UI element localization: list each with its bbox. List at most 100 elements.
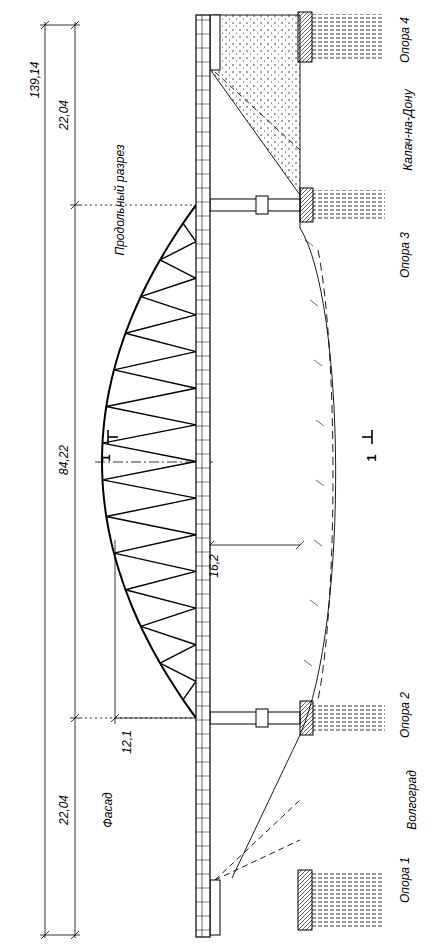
- deck-tick: [196, 720, 210, 721]
- truss-diagonal: [102, 480, 196, 498]
- piers: [210, 12, 385, 935]
- deck-tick: [196, 776, 210, 777]
- deck-tick: [196, 594, 210, 595]
- deck-girder: [196, 15, 210, 937]
- truss-diagonal: [114, 553, 196, 571]
- deck-tick: [196, 678, 210, 679]
- dimension-label: 22,04: [57, 100, 71, 130]
- deck-tick: [196, 160, 210, 161]
- deck-tick: [196, 146, 210, 147]
- section-mark: 1: [99, 454, 113, 461]
- dimension-label: 84,22: [57, 445, 71, 475]
- truss-diagonal: [141, 626, 196, 644]
- ground-and-water: [212, 15, 336, 880]
- deck-tick: [196, 734, 210, 735]
- deck-tick: [196, 244, 210, 245]
- deck-tick: [196, 104, 210, 105]
- deck-tick: [196, 370, 210, 371]
- deck-tick: [196, 20, 210, 21]
- arch-truss: [102, 205, 196, 718]
- deck-tick: [196, 524, 210, 525]
- truss-diagonal: [141, 608, 196, 626]
- dimension-label: 22,04: [57, 795, 71, 825]
- deck-tick: [196, 174, 210, 175]
- section-mark: 1: [365, 454, 379, 461]
- deck-tick: [196, 216, 210, 217]
- dimension-label: 139,14: [28, 62, 42, 99]
- deck-tick: [196, 874, 210, 875]
- pier-label: Опора 2: [398, 692, 412, 738]
- deck-tick: [196, 286, 210, 287]
- deck-tick: [196, 258, 210, 259]
- truss-diagonal: [183, 681, 196, 699]
- deck-tick: [196, 930, 210, 931]
- deck-tick: [196, 622, 210, 623]
- deck-tick: [196, 90, 210, 91]
- deck-tick: [196, 440, 210, 441]
- deck-tick: [196, 356, 210, 357]
- truss-diagonal: [102, 462, 196, 480]
- deck-tick: [196, 902, 210, 903]
- deck-tick: [196, 272, 210, 273]
- view-title: Продольный разрез: [113, 144, 127, 255]
- direction-label: Калач-на-Дону: [401, 89, 415, 170]
- deck-tick: [196, 398, 210, 399]
- truss-diagonal: [183, 223, 196, 241]
- view-title: Фасад: [101, 792, 115, 828]
- deck-tick: [196, 608, 210, 609]
- deck-tick: [196, 454, 210, 455]
- deck-tick: [196, 34, 210, 35]
- truss-diagonal: [183, 205, 196, 223]
- deck-tick: [196, 888, 210, 889]
- truss-diagonal: [160, 260, 196, 278]
- deck-tick: [196, 76, 210, 77]
- truss-diagonal: [106, 407, 196, 425]
- truss-diagonal: [114, 535, 196, 553]
- deck-tick: [196, 804, 210, 805]
- truss-diagonal: [141, 297, 196, 315]
- deck-tick: [196, 482, 210, 483]
- pier-label: Опора 1: [398, 857, 412, 903]
- deck-tick: [196, 650, 210, 651]
- truss-diagonal: [106, 388, 196, 406]
- deck-tick: [196, 552, 210, 553]
- deck-tick: [196, 748, 210, 749]
- deck-tick: [196, 496, 210, 497]
- deck-tick: [196, 762, 210, 763]
- deck-tick: [196, 832, 210, 833]
- deck-tick: [196, 188, 210, 189]
- truss-diagonal: [126, 571, 197, 589]
- deck-tick: [196, 342, 210, 343]
- deck-tick: [196, 328, 210, 329]
- truss-diagonal: [160, 663, 196, 681]
- deck-tick: [196, 580, 210, 581]
- truss-diagonal: [160, 645, 196, 663]
- deck-tick: [196, 664, 210, 665]
- truss-diagonal: [141, 278, 196, 296]
- truss-diagonal: [102, 425, 196, 443]
- dimension-label: 12,1: [120, 730, 134, 753]
- deck-tick: [196, 818, 210, 819]
- deck-tick: [196, 860, 210, 861]
- deck-line: [202, 15, 203, 937]
- deck-tick: [196, 412, 210, 413]
- deck-tick: [196, 314, 210, 315]
- truss-diagonal: [106, 498, 196, 516]
- deck-tick: [196, 132, 210, 133]
- arch-chord: [102, 205, 196, 718]
- truss-diagonal: [126, 333, 197, 351]
- direction-label: Волгоград: [405, 770, 419, 830]
- truss-diagonal: [126, 315, 197, 333]
- deck-tick: [196, 300, 210, 301]
- truss-diagonal: [106, 516, 196, 534]
- truss-diagonal: [114, 370, 196, 388]
- deck-tick: [196, 48, 210, 49]
- truss-diagonal: [160, 242, 196, 260]
- dimension-label: 16,2: [207, 554, 221, 577]
- deck-tick: [196, 62, 210, 63]
- deck-tick: [196, 426, 210, 427]
- bridge-deck: [196, 15, 210, 937]
- deck-tick: [196, 706, 210, 707]
- pier-label: Опора 3: [398, 232, 412, 278]
